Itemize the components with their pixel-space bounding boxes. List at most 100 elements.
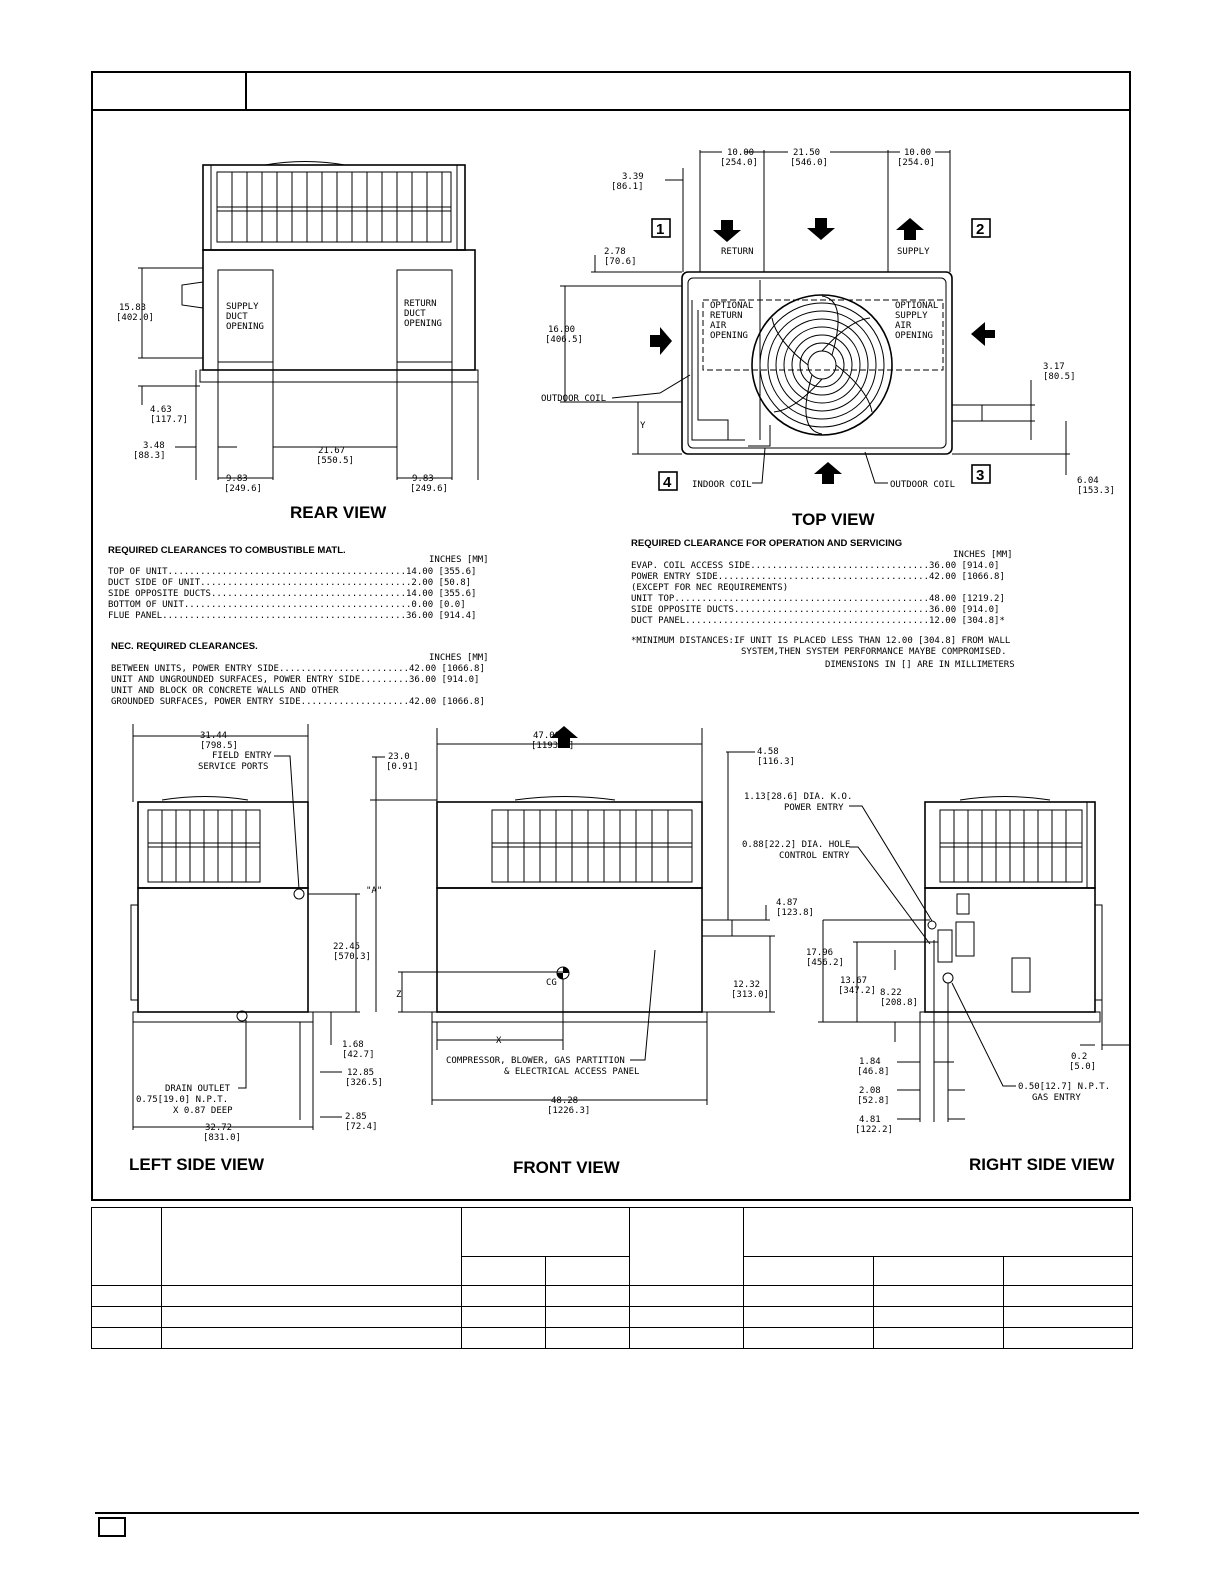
top-dim-6-04-mm: [153.3] <box>1077 486 1115 496</box>
rear-view: SUPPLY DUCT OPENING RETURN DUCT OPENING … <box>116 161 479 522</box>
front-dim-4-58: 4.58 <box>757 747 779 757</box>
badge-4 <box>658 471 678 491</box>
front-flue-hood <box>701 919 733 937</box>
table-cell <box>743 1327 874 1349</box>
badge-2 <box>971 218 991 238</box>
front-dim-47-00-mm: [1193.9] <box>531 741 574 751</box>
front-dim-48-28: 48.28 <box>551 1096 578 1106</box>
combustible-clearances: REQUIRED CLEARANCES TO COMBUSTIBLE MATL.… <box>108 545 489 621</box>
supply-duct-label-2: DUCT <box>226 312 248 322</box>
table-cell <box>629 1285 744 1307</box>
left-coil-housing <box>137 801 309 889</box>
power-entry-ko <box>927 920 937 930</box>
drawing-frame <box>91 71 1131 1201</box>
table-cell <box>873 1306 1004 1328</box>
rear-coil-edge-left <box>202 164 212 251</box>
front-dim-47-00: 47.00 <box>533 731 560 741</box>
left-cabinet <box>137 887 309 1013</box>
table-cell <box>461 1327 546 1349</box>
nec-row-3: UNIT AND BLOCK OR CONCRETE WALLS AND OTH… <box>111 686 339 696</box>
front-dim-4-87: 4.87 <box>776 898 798 908</box>
table-cell <box>161 1306 462 1328</box>
left-dim-32-72-mm: [831.0] <box>203 1133 241 1143</box>
combustible-row-1: TOP OF UNIT.............................… <box>108 567 476 577</box>
table-cell <box>629 1327 744 1349</box>
page-number-box <box>98 1517 126 1537</box>
table-cell <box>743 1285 874 1307</box>
field-entry-label-1: FIELD ENTRY <box>212 751 272 761</box>
supply-duct-opening <box>217 269 274 363</box>
top-y-label: Y <box>640 421 646 431</box>
table-cell <box>161 1207 462 1286</box>
top-unit-inner <box>687 277 947 449</box>
top-dim-6-04: 6.04 <box>1077 476 1099 486</box>
optional-supply-label-2: SUPPLY <box>895 311 928 321</box>
optional-supply-label-4: OPENING <box>895 331 933 341</box>
top-view: OPTIONAL RETURN AIR OPENING OPTIONAL SUP… <box>541 148 1115 529</box>
front-dim-23-0: 23.0 <box>388 752 410 762</box>
badge-1-text: 1 <box>656 221 664 238</box>
top-fan-ring <box>751 294 893 436</box>
table-row <box>91 1285 1134 1307</box>
rear-base-rail <box>199 369 479 383</box>
drain-label-2: 0.75[19.0] N.P.T. <box>136 1095 228 1105</box>
supply-arrow-icon <box>896 218 924 240</box>
table-cell <box>161 1285 462 1307</box>
rear-dim-15-83-mm: [402.0] <box>116 313 154 323</box>
badge-4-text: 4 <box>663 474 672 491</box>
top-supply-label: SUPPLY <box>897 247 930 257</box>
table-cell <box>161 1327 462 1349</box>
combustible-row-3: SIDE OPPOSITE DUCTS.....................… <box>108 589 476 599</box>
top-dim-3-17: 3.17 <box>1043 362 1065 372</box>
left-dim-31-44: 31.44 <box>200 731 227 741</box>
access-panel-label-2: & ELECTRICAL ACCESS PANEL <box>504 1067 639 1077</box>
left-fan-top <box>161 796 249 801</box>
return-arrow-icon <box>713 220 741 242</box>
rear-dim-9-83-left-mm: [249.6] <box>224 484 262 494</box>
table-cell <box>743 1256 874 1286</box>
drain-label-3: X 0.87 DEEP <box>173 1106 233 1116</box>
service-row-6: DUCT PANEL..............................… <box>631 616 1005 626</box>
top-dim-2-78: 2.78 <box>604 247 626 257</box>
return-duct-label-2: DUCT <box>404 309 426 319</box>
front-dim-4-58-mm: [116.3] <box>757 757 795 767</box>
table-cell <box>91 1207 162 1286</box>
top-fan-guard <box>759 295 885 435</box>
left-dim-2-85-mm: [72.4] <box>345 1122 378 1132</box>
return-duct-label-1: RETURN <box>404 299 437 309</box>
badge-3 <box>971 464 991 484</box>
front-view-title: FRONT VIEW <box>513 1158 621 1177</box>
top-dim-10-00-left-mm: [254.0] <box>720 158 758 168</box>
right-dim-0-2-mm: [5.0] <box>1069 1062 1096 1072</box>
left-dim-22-45: 22.45 <box>333 942 360 952</box>
right-dim-1-84-mm: [46.8] <box>857 1067 890 1077</box>
left-dim-1-68-mm: [42.7] <box>342 1050 375 1060</box>
front-coil-housing <box>436 801 703 889</box>
table-cell <box>1002 1285 1134 1307</box>
service-row-4: UNIT TOP................................… <box>631 594 1005 604</box>
title-block-cell <box>93 73 247 109</box>
top-dim-21-50-mm: [546.0] <box>790 158 828 168</box>
drain-outlet <box>236 1010 248 1022</box>
badge-1 <box>651 218 671 238</box>
right-side-panel <box>1094 904 1103 1001</box>
front-x-label: X <box>496 1036 502 1046</box>
optional-supply-label-1: OPTIONAL <box>895 301 938 311</box>
top-dim-10-00-right-mm: [254.0] <box>897 158 935 168</box>
right-dim-17-96: 17.96 <box>806 948 833 958</box>
top-dim-3-17-mm: [80.5] <box>1043 372 1076 382</box>
optional-return-label-4: OPENING <box>710 331 748 341</box>
table-cell <box>461 1306 546 1328</box>
outdoor-coil-bottom-label: OUTDOOR COIL <box>890 480 955 490</box>
field-entry-port <box>293 888 305 900</box>
optional-return-label-1: OPTIONAL <box>710 301 753 311</box>
right-dim-17-96-mm: [456.2] <box>806 958 844 968</box>
top-flue-hood <box>951 404 983 422</box>
right-dim-1-84: 1.84 <box>859 1057 881 1067</box>
service-note-2: SYSTEM,THEN SYSTEM PERFORMANCE MAYBE COM… <box>741 647 1007 657</box>
right-dim-4-81-mm: [122.2] <box>855 1125 893 1135</box>
power-entry-label-2: POWER ENTRY <box>784 803 844 813</box>
right-base-rail <box>919 1011 1101 1023</box>
gas-entry-label-2: GAS ENTRY <box>1032 1093 1081 1103</box>
